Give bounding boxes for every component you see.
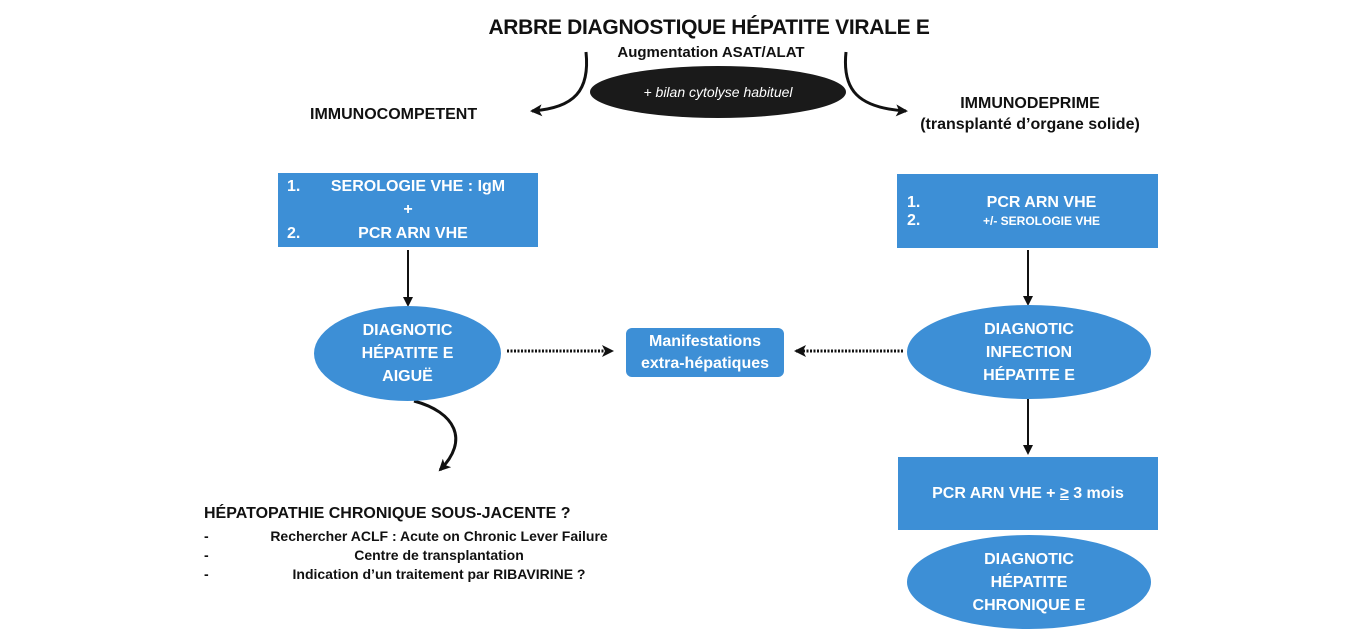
serology-item1-num: 1. — [287, 178, 301, 195]
serology-item2-num: 2. — [287, 225, 301, 242]
bullet-dash-3: - — [204, 566, 209, 582]
bullet-text-1: Rechercher ACLF : Acute on Chronic Lever… — [270, 528, 608, 544]
pcr-3-months-suffix: 3 mois — [1068, 484, 1124, 502]
pcr-3-months-prefix: PCR ARN VHE + — [932, 484, 1060, 502]
serology-item1: SEROLOGIE VHE : IgM — [330, 178, 506, 195]
chronic-line3: CHRONIQUE E — [972, 596, 1086, 614]
bullet-dash-2: - — [204, 547, 209, 563]
immunocompetent-label: IMMUNOCOMPETENT — [310, 106, 478, 123]
diagnostic-acute-ellipse: DIAGNOTIC HÉPATITE E AIGUË — [314, 306, 501, 401]
acute-line2: HÉPATITE E — [361, 345, 454, 362]
pcr-3-months-box: PCR ARN VHE + ≥ 3 mois — [898, 457, 1158, 530]
bullet-text-2: Centre de transplantation — [354, 547, 524, 563]
immunodeprime-title: IMMUNODEPRIME — [960, 95, 1100, 112]
curve-arrow-down — [413, 399, 458, 472]
pcr-serology-box: 1. PCR ARN VHE 2. +/- SEROLOGIE VHE — [897, 174, 1158, 248]
diagnostic-chronic-ellipse: DIAGNOTIC HÉPATITE CHRONIQUE E — [907, 535, 1151, 629]
infection-line3: HÉPATITE E — [983, 366, 1075, 384]
diagram-title: ARBRE DIAGNOSTIQUE HÉPATITE VIRALE E — [488, 16, 930, 39]
serology-item2: PCR ARN VHE — [358, 225, 468, 242]
acute-line1: DIAGNOTIC — [362, 322, 453, 339]
chronic-heading: HÉPATOPATHIE CHRONIQUE SOUS-JACENTE ? — [204, 505, 571, 522]
acute-line3: AIGUË — [382, 368, 433, 385]
diagnostic-infection-ellipse: DIAGNOTIC INFECTION HÉPATITE E — [907, 305, 1151, 399]
pcr-item1: PCR ARN VHE — [986, 194, 1097, 211]
infection-line2: INFECTION — [985, 343, 1073, 361]
cytolysis-pill: + bilan cytolyse habituel — [590, 66, 846, 118]
curve-arrow-left — [530, 51, 589, 117]
pcr-item2-num: 2. — [907, 212, 921, 229]
immunodeprime-label: IMMUNODEPRIME (transplanté d’organe soli… — [900, 93, 1160, 135]
pcr-item1-num: 1. — [907, 194, 921, 211]
diagram-subtitle: Augmentation ASAT/ALAT — [617, 44, 805, 61]
bullet-dash-1: - — [204, 528, 209, 544]
manif-line2: extra-hépatiques — [640, 354, 770, 372]
pcr-item2: +/- SEROLOGIE VHE — [982, 214, 1101, 228]
serology-box: 1. SEROLOGIE VHE : IgM + 2. PCR ARN VHE — [278, 173, 538, 247]
pcr-3-months-symbol: ≥ — [1059, 484, 1069, 502]
chronic-line2: HÉPATITE — [990, 573, 1068, 591]
chronic-line1: DIAGNOTIC — [984, 550, 1074, 568]
infection-line1: DIAGNOTIC — [984, 320, 1074, 338]
manif-line1: Manifestations — [648, 332, 761, 350]
manifestations-box: Manifestations extra-hépatiques — [626, 328, 784, 377]
bullet-text-3: Indication d’un traitement par RIBAVIRIN… — [292, 566, 586, 582]
curve-arrow-right — [843, 51, 908, 117]
serology-plus: + — [403, 201, 413, 218]
immunodeprime-note: (transplanté d’organe solide) — [920, 116, 1140, 133]
